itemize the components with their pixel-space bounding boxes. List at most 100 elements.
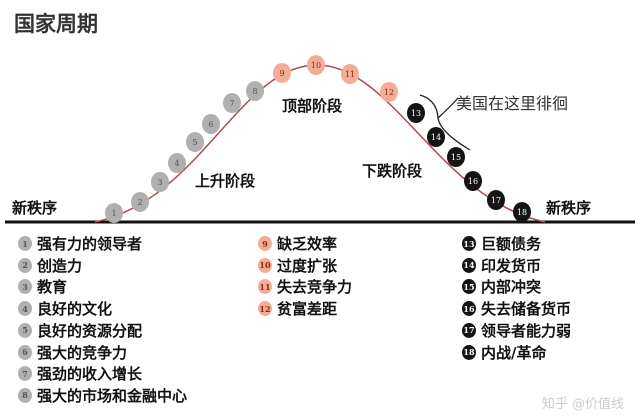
legend-badge: 2 xyxy=(18,257,32,273)
legend-badge: 13 xyxy=(462,236,476,251)
legend-text: 失去竞争力 xyxy=(277,278,353,297)
node-number: 4 xyxy=(174,159,179,168)
node-circle xyxy=(273,63,291,83)
legend-text: 强劲的收入增长 xyxy=(37,365,143,384)
legend-item-5: 5 良好的资源分配 xyxy=(18,320,142,341)
legend-text: 教育 xyxy=(37,278,68,297)
node-number: 3 xyxy=(157,178,162,187)
node-number: 12 xyxy=(384,88,394,97)
node-circle xyxy=(131,192,149,212)
legend-badge: 7 xyxy=(18,366,32,382)
node-circle xyxy=(464,171,482,191)
cycle-node-14: 14 xyxy=(427,127,445,147)
cycle-node-17: 17 xyxy=(487,190,505,210)
node-number: 1 xyxy=(111,209,116,218)
legend-text: 失去储备货币 xyxy=(481,300,572,319)
us-annotation: 美国在这里徘徊 xyxy=(456,94,569,113)
legend-text: 内部冲突 xyxy=(481,278,542,297)
legend-badge: 12 xyxy=(258,301,272,317)
legend-text: 良好的文化 xyxy=(37,300,113,319)
legend-text: 创造力 xyxy=(37,256,83,275)
node-circle xyxy=(202,114,220,134)
legend-badge: 14 xyxy=(462,257,476,273)
cycle-node-12: 12 xyxy=(380,82,398,102)
node-number: 17 xyxy=(491,196,501,205)
legend-item-14: 14 印发货币 xyxy=(462,255,541,276)
legend-item-7: 7 强劲的收入增长 xyxy=(18,363,142,384)
cycle-node-10: 10 xyxy=(307,55,325,75)
node-circle xyxy=(307,55,325,75)
legend-item-2: 2 创造力 xyxy=(18,255,82,276)
node-circle xyxy=(513,202,531,222)
node-circle xyxy=(246,81,264,101)
cycle-node-15: 15 xyxy=(447,147,465,167)
legend-item-4: 4 良好的文化 xyxy=(18,298,112,319)
node-circle xyxy=(186,132,204,152)
cycle-node-18: 18 xyxy=(513,202,531,222)
legend-text: 印发货币 xyxy=(481,256,542,275)
legend-text: 强大的竞争力 xyxy=(37,343,128,362)
legend-badge: 17 xyxy=(462,322,476,338)
legend-badge: 6 xyxy=(18,344,32,360)
node-circle xyxy=(168,153,186,173)
legend-badge: 5 xyxy=(18,322,32,338)
cycle-node-8: 8 xyxy=(246,81,264,101)
cycle-node-6: 6 xyxy=(202,114,220,134)
node-circle xyxy=(407,103,425,123)
legend-text: 良好的资源分配 xyxy=(37,321,143,340)
legend-item-15: 15 内部冲突 xyxy=(462,276,541,297)
legend-badge: 1 xyxy=(18,236,32,251)
brace-icon xyxy=(419,94,471,151)
node-number: 7 xyxy=(229,99,234,108)
node-number: 9 xyxy=(279,69,284,78)
legend-item-3: 3 教育 xyxy=(18,276,67,297)
legend-badge: 16 xyxy=(462,301,476,317)
node-number: 14 xyxy=(431,133,441,142)
legend-text: 强大的市场和金融中心 xyxy=(37,386,188,405)
cycle-node-2: 2 xyxy=(131,192,149,212)
node-number: 15 xyxy=(451,153,461,162)
cycle-node-7: 7 xyxy=(223,93,241,113)
legend-item-12: 12 贫富差距 xyxy=(258,298,337,319)
new-order-label-right: 新秩序 xyxy=(546,199,592,217)
node-number: 11 xyxy=(345,70,355,79)
legend-text: 过度扩张 xyxy=(277,256,338,275)
node-number: 16 xyxy=(468,177,478,186)
node-number: 13 xyxy=(411,109,421,118)
cycle-node-4: 4 xyxy=(168,153,186,173)
legend-text: 内战/革命 xyxy=(481,343,547,362)
cycle-node-1: 1 xyxy=(105,203,123,223)
legend-item-6: 6 强大的竞争力 xyxy=(18,342,127,363)
stage-top-label: 顶部阶段 xyxy=(282,97,343,115)
node-number: 8 xyxy=(252,87,257,96)
legend-text: 贫富差距 xyxy=(277,300,338,319)
legend-item-16: 16 失去储备货币 xyxy=(462,298,571,319)
new-order-label-left: 新秩序 xyxy=(12,199,58,217)
legend-item-18: 18 内战/革命 xyxy=(462,342,546,363)
node-number: 10 xyxy=(311,61,321,70)
cycle-node-13: 13 xyxy=(407,103,425,123)
stage-rise-label: 上升阶段 xyxy=(195,172,256,190)
node-circle xyxy=(341,64,359,84)
legend-text: 巨额债务 xyxy=(481,235,542,253)
legend-badge: 15 xyxy=(462,279,476,295)
legend-badge: 3 xyxy=(18,279,32,295)
legend-item-13: 13 巨额债务 xyxy=(462,233,541,254)
node-circle xyxy=(151,172,169,192)
node-circle xyxy=(105,203,123,223)
legend-badge: 11 xyxy=(258,279,272,295)
legend-text: 缺乏效率 xyxy=(277,235,338,253)
cycle-node-5: 5 xyxy=(186,132,204,152)
stage-fall-label: 下跌阶段 xyxy=(362,162,423,180)
node-number: 18 xyxy=(517,208,527,217)
node-circle xyxy=(487,190,505,210)
legend-badge: 18 xyxy=(462,344,476,360)
legend-badge: 4 xyxy=(18,301,32,317)
